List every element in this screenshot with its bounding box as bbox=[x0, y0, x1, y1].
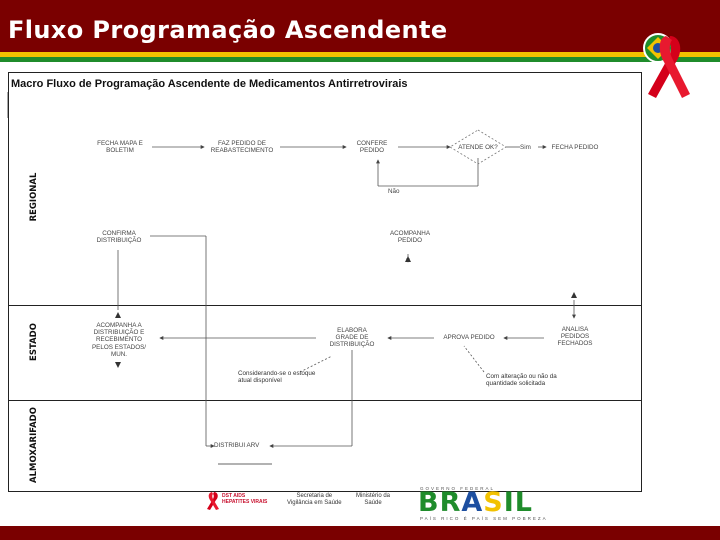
white-stripe bbox=[0, 62, 720, 65]
governo-federal-tag: GOVERNO FEDERAL bbox=[420, 486, 496, 491]
node-analisa-pedidos: ANALISA PEDIDOS FECHADOS bbox=[557, 326, 593, 348]
logo-dst-aids: DST AIDS HEPATITES VIRAIS bbox=[222, 493, 268, 505]
node-distribui-arv: DISTRIBUI ARV bbox=[214, 442, 260, 449]
bottom-bar bbox=[0, 526, 720, 540]
node-fecha-mapa: FECHA MAPA E BOLETIM bbox=[97, 140, 143, 155]
yellow-stripe bbox=[0, 52, 720, 57]
node-fecha-pedido: FECHA PEDIDO bbox=[551, 144, 599, 151]
slide-title: Fluxo Programação Ascendente bbox=[8, 16, 448, 44]
brasil-slogan: PAÍS RICO É PAÍS SEM POBREZA bbox=[420, 516, 548, 521]
node-acompanha-pedido: ACOMPANHA PEDIDO bbox=[389, 230, 431, 245]
aids-ribbon-icon bbox=[643, 33, 690, 98]
slide-header: Fluxo Programação Ascendente bbox=[0, 0, 720, 52]
note-estoque: Considerando-se o estoque atual disponív… bbox=[238, 370, 316, 385]
node-atende-ok: ATENDE OK? bbox=[458, 144, 498, 151]
node-acompanha-distribuicao: ACOMPANHA A DISTRIBUIÇÃO E RECEBIMENTO P… bbox=[91, 322, 147, 358]
logo-secretaria: Secretaria de Vigilância em Saúde bbox=[287, 493, 342, 506]
logo-ministerio: Ministério da Saúde bbox=[356, 493, 391, 506]
node-elabora-grade: ELABORA GRADE DE DISTRIBUIÇÃO bbox=[329, 327, 375, 349]
edge-label-sim: Sim bbox=[520, 144, 531, 151]
lane-divider-regional-estado bbox=[8, 305, 642, 306]
node-faz-pedido: FAZ PEDIDO DE REABASTECIMENTO bbox=[210, 140, 274, 155]
logo-brasil: BRASIL bbox=[418, 487, 533, 518]
aids-ribbon-small-icon bbox=[207, 492, 219, 510]
green-stripe bbox=[0, 57, 720, 62]
note-alteracao: Com alteração ou não da quantidade solic… bbox=[486, 373, 557, 388]
diagram-title: Macro Fluxo de Programação Ascendente de… bbox=[11, 78, 408, 90]
flow-diagram bbox=[8, 72, 642, 492]
atende-ok-decision bbox=[449, 129, 507, 165]
node-confere-pedido: CONFERE PEDIDO bbox=[356, 140, 388, 155]
lane-divider-estado-almoxarifado bbox=[8, 400, 642, 401]
edge-label-nao: Não bbox=[388, 188, 400, 195]
node-confirma-distribuicao: CONFIRMA DISTRIBUIÇÃO bbox=[96, 230, 142, 245]
node-aprova-pedido: APROVA PEDIDO bbox=[443, 334, 495, 341]
